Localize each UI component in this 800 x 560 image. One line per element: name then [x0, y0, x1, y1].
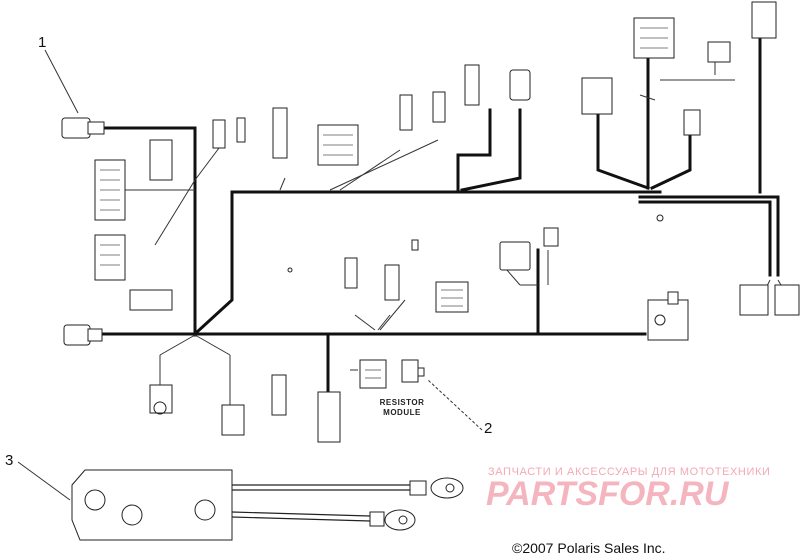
callout-3: 3: [5, 452, 14, 469]
ring-terminal-lower: [384, 509, 416, 531]
thin-wires: [17, 49, 791, 501]
main-connector-bottom-left: [63, 324, 91, 346]
callout-2-leader: [427, 379, 483, 431]
main-connector-top-left: [61, 117, 91, 139]
watermark-tagline: ЗАПЧАСТИ И АКСЕССУАРЫ ДЛЯ МОТОТЕХНИКИ: [488, 466, 771, 478]
watermark-logo: PARTSFOR.RU: [486, 475, 730, 513]
battery-cable-assembly: [71, 469, 464, 541]
ground-markers: [153, 214, 666, 415]
callout-3-leader: [17, 461, 71, 501]
bottom-left-sensor: [149, 384, 173, 414]
cable-mount-plate: [71, 469, 233, 541]
top-right-connector: [581, 77, 613, 115]
right-connector: [647, 299, 689, 341]
callout-2: 2: [484, 420, 493, 437]
connectors: [61, 1, 800, 443]
bottom-center-connector: [317, 391, 341, 443]
resistor-module-label-line2: MODULE: [383, 408, 421, 417]
main-harness-wires: [98, 38, 780, 394]
connector-pins: [100, 27, 668, 379]
ring-terminal-upper: [430, 477, 464, 499]
mid-connector-block: [435, 281, 469, 313]
callout-1: 1: [38, 34, 47, 51]
copyright-text: ©2007 Polaris Sales Inc.: [512, 540, 666, 556]
resistor-module-body: [359, 359, 387, 389]
callout-1-leader: [44, 49, 79, 114]
resistor-module-label: RESISTOR MODULE: [372, 398, 432, 418]
resistor-module-label-line1: RESISTOR: [379, 398, 425, 407]
watermark-logo-text: PARTSFOR.RU: [486, 475, 730, 513]
